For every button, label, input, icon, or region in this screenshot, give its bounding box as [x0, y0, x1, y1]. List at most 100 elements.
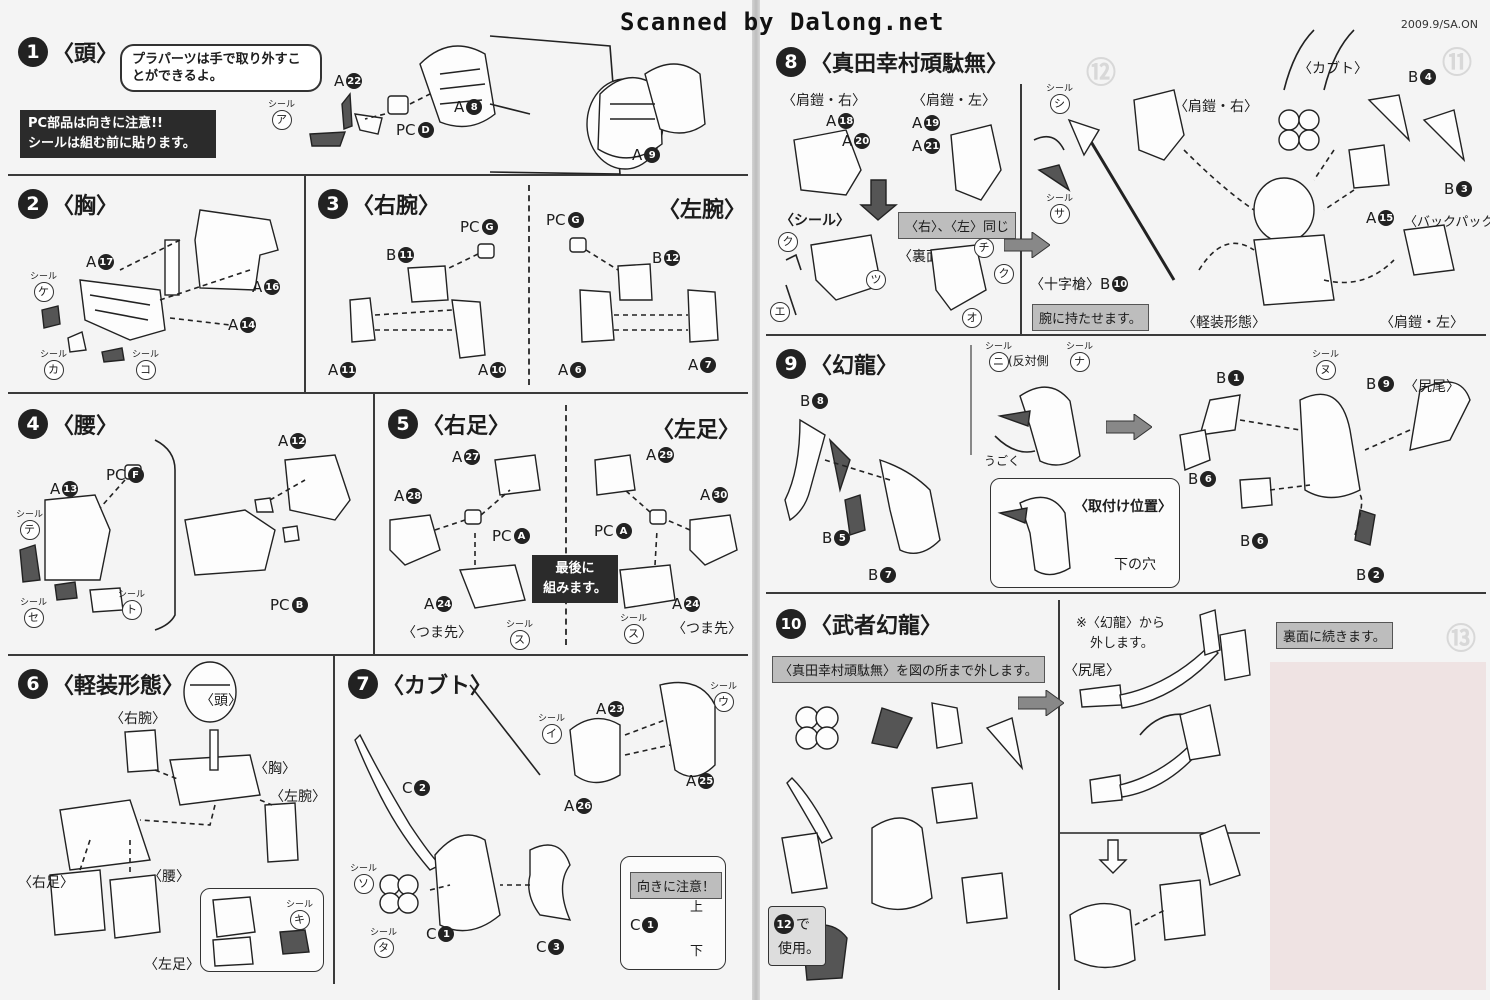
part-number: 7	[880, 567, 897, 583]
sticker-a: シールア	[268, 100, 295, 130]
position-detail-drawing	[997, 496, 1071, 576]
kabuto-assembly-drawing	[354, 681, 716, 932]
sticker-code: ウ	[713, 692, 734, 712]
runner-letter: B	[1366, 375, 1377, 393]
runner-letter: A	[912, 114, 923, 132]
notice-line: シールは組む前に貼ります。	[28, 136, 196, 151]
genryu-assembly-drawing	[784, 418, 941, 554]
runner-letter: A	[252, 278, 263, 296]
watermark: Scanned by Dalong.net	[620, 8, 945, 36]
notice-line: 組みます。	[543, 581, 607, 596]
head-assembly-drawing	[309, 35, 706, 175]
runner-letter: A	[842, 132, 853, 150]
sticker-label: シール	[1046, 194, 1074, 204]
part-number: 17	[98, 254, 115, 270]
sticker-ke: シールケ	[30, 272, 57, 302]
sticker-ni: シールニ	[985, 342, 1012, 372]
sticker-code: シ	[1049, 94, 1070, 114]
divider	[8, 174, 748, 176]
direction-notice: 向きに注意！	[630, 872, 723, 899]
part-number: 14	[240, 317, 257, 333]
runner-letter: B	[1356, 566, 1367, 584]
part-number: 13	[62, 481, 79, 497]
step-title: 〈真田幸村頑駄無〉	[810, 52, 1009, 77]
sticker-code: カ	[43, 360, 64, 380]
part-number: 8	[812, 393, 829, 409]
step-number: 6	[18, 669, 48, 699]
sticker-code: ク	[994, 264, 1014, 284]
step-number: 2	[18, 189, 48, 219]
sticker-code: サ	[1049, 204, 1070, 224]
part-number: 1	[438, 926, 455, 942]
background-ghost-print: ⑫	[1086, 56, 1116, 91]
sticker-su-right: シールス	[506, 620, 533, 650]
sticker-ku: ク	[778, 232, 798, 252]
part-number: 24	[684, 596, 701, 612]
sticker-label: シール	[118, 590, 146, 600]
sticker-label: シール	[370, 928, 398, 938]
sticker-code: キ	[289, 910, 310, 930]
sanada-assembly-drawing	[1033, 29, 1466, 306]
part-number: 10	[1112, 276, 1129, 292]
runner-letter: PC	[270, 596, 290, 614]
sticker-label: シール	[1312, 350, 1340, 360]
divider	[8, 654, 748, 656]
runner-letter: A	[228, 316, 239, 334]
runner-letter: B	[386, 246, 397, 264]
label-right-shoulder: 〈肩鎧・右〉	[782, 93, 866, 109]
sticker-i: シールイ	[538, 714, 565, 744]
label-spear: 〈十字槍〉	[1030, 277, 1100, 293]
sticker-code: テ	[19, 520, 40, 540]
background-ghost-print: ⑬	[1446, 622, 1476, 657]
runner-letter: A	[454, 98, 465, 116]
part-number: 1	[642, 917, 659, 933]
runner-letter: A	[278, 432, 289, 450]
runner-letter: A	[686, 772, 697, 790]
sticker-code: エ	[770, 302, 790, 322]
step-title: 〈武者幻龍〉	[810, 614, 943, 639]
runner-letter: A	[700, 486, 711, 504]
step-title-left-leg: 〈左足〉	[652, 418, 741, 443]
label-left-arm: 〈左腕〉	[270, 789, 326, 805]
divider	[373, 392, 375, 654]
divider	[1020, 84, 1022, 334]
runner-letter: C	[536, 938, 547, 956]
sticker-label: シール	[710, 682, 738, 692]
sticker-code: ヌ	[1315, 360, 1336, 380]
sticker-label: シール	[40, 350, 68, 360]
runner-letter: B	[1240, 532, 1251, 550]
label-right-leg: 〈右足〉	[18, 875, 74, 891]
part-number: 18	[838, 113, 855, 129]
part-number: 2	[414, 780, 431, 796]
runner-letter: A	[632, 146, 643, 164]
label-left-shoulder: 〈肩鎧・左〉	[912, 93, 996, 109]
runner-letter: C	[630, 916, 641, 934]
same-note: 〈右〉、〈左〉同じ	[898, 212, 1017, 239]
tail-removal-drawing	[1060, 609, 1260, 969]
part-number: 3	[548, 939, 565, 955]
step-2-header: 2 〈胸〉	[18, 188, 118, 220]
sticker-code: タ	[373, 938, 394, 958]
runner-letter: B	[1100, 275, 1111, 293]
sticker-to: シールト	[118, 590, 145, 620]
step-number: 8	[776, 47, 806, 77]
runner-letter: PC	[396, 121, 416, 139]
runner-letter: A	[334, 72, 345, 90]
part-number: 27	[464, 449, 481, 465]
